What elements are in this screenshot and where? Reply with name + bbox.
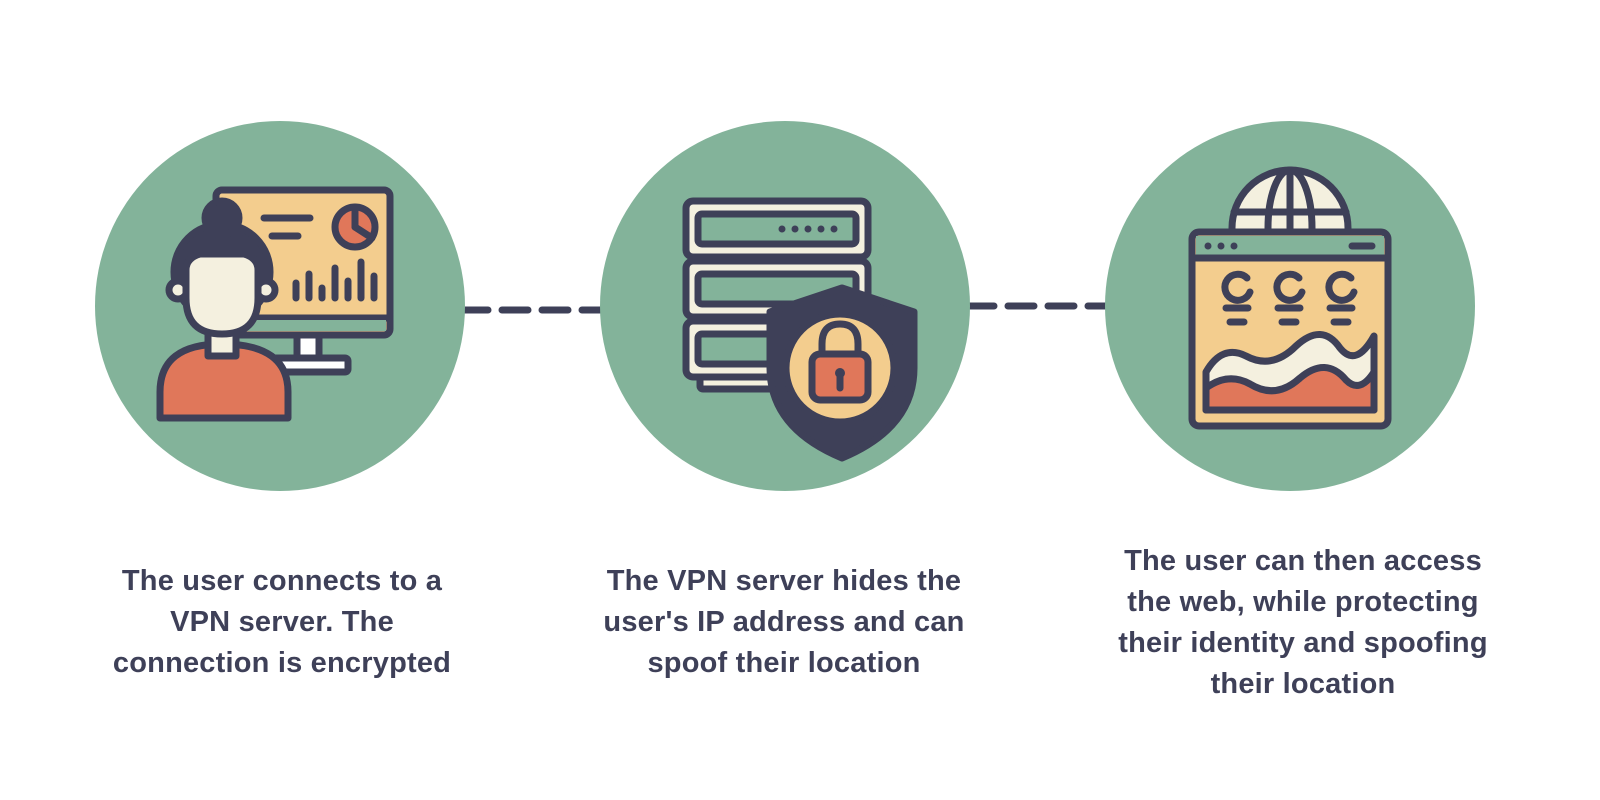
caption-line: spoof their location (647, 647, 921, 679)
user-computer-icon (156, 186, 394, 422)
step-2-caption: The VPN server hides the user's IP addre… (564, 561, 1004, 684)
caption-line: the web, while protecting (1127, 586, 1479, 618)
caption-line: user's IP address and can (603, 606, 965, 638)
caption-line: The VPN server hides the (606, 565, 962, 597)
caption-line: their identity and spoofing (1118, 627, 1488, 659)
caption-line: VPN server. The (170, 606, 394, 638)
browser-globe-icon (1188, 166, 1392, 430)
caption-line: The user can then access (1124, 545, 1482, 577)
step-1-caption: The user connects to a VPN server. The c… (62, 561, 502, 684)
caption-line: connection is encrypted (112, 647, 452, 679)
server-shield-lock-icon (682, 197, 918, 462)
caption-line: their location (1210, 668, 1396, 700)
step-3-caption: The user can then access the web, while … (1083, 541, 1523, 705)
caption-line: The user connects to a (121, 565, 443, 597)
